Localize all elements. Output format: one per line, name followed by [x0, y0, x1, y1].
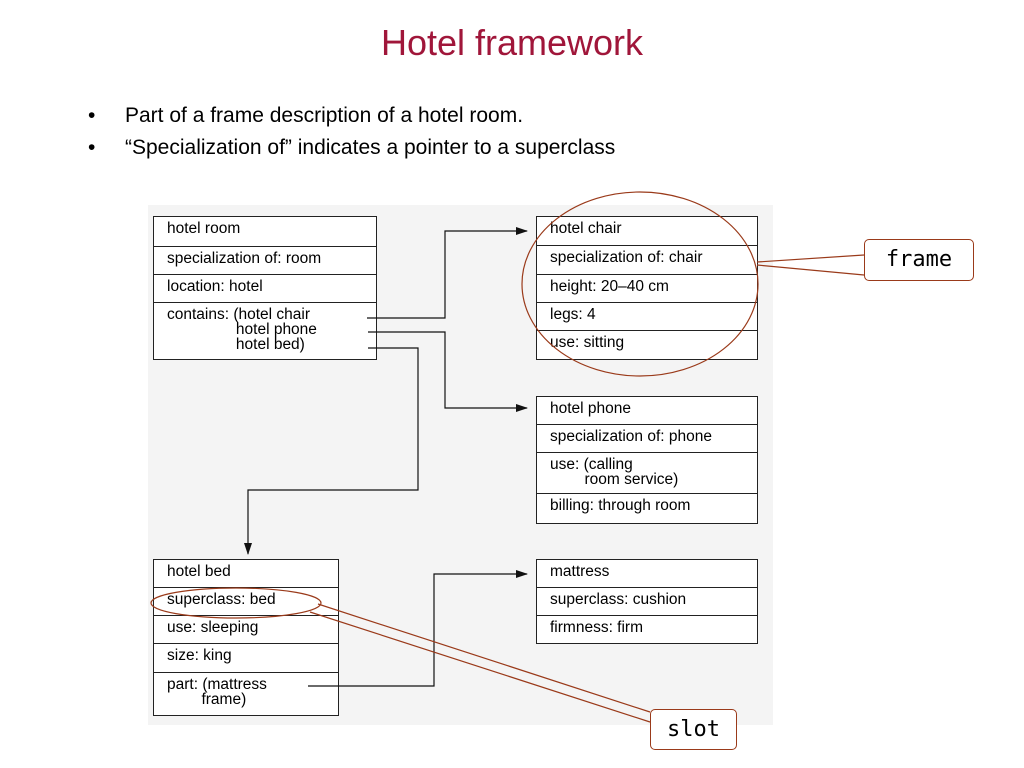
frame-slot: hotel phone — [537, 397, 757, 425]
frame-hotel-phone: hotel phone specialization of: phone use… — [536, 396, 758, 524]
frame-slot: contains: (hotel chair hotel phone hotel… — [167, 306, 317, 353]
frame-slot: part: (mattress frame) — [167, 676, 267, 708]
frame-slot: size: king — [154, 644, 338, 673]
frame-hotel-bed: hotel bed superclass: bed use: sleeping … — [153, 559, 339, 716]
bullet-item: • “Specialization of” indicates a pointer… — [88, 132, 615, 164]
frame-slot: use: sitting — [550, 334, 625, 351]
arrow-mattress — [308, 570, 528, 687]
frame-slot: use: (calling room service) — [537, 453, 757, 494]
frame-slot: specialization of: room — [154, 247, 376, 275]
frame-slot: superclass: bed — [154, 588, 338, 616]
frame-slot: mattress — [537, 560, 757, 588]
frame-slot: firmness: firm — [550, 619, 643, 636]
frame-slot: superclass: cushion — [537, 588, 757, 616]
frame-mattress: mattress superclass: cushion firmness: f… — [536, 559, 758, 644]
slide-title: Hotel framework — [380, 22, 644, 63]
frame-callout: frame — [864, 239, 974, 281]
frame-slot: specialization of: chair — [537, 246, 757, 275]
bullet-text: “Specialization of” indicates a pointer … — [125, 136, 616, 159]
frame-slot: use: sleeping — [154, 616, 338, 644]
frame-highlight-ellipse — [521, 191, 759, 377]
frame-slot: hotel chair — [537, 217, 757, 246]
frame-slot: specialization of: phone — [537, 425, 757, 453]
slot-callout-leader — [309, 603, 651, 723]
bullet-item: • Part of a frame description of a hotel … — [88, 100, 615, 132]
frame-slot: legs: 4 — [537, 303, 757, 331]
arrow-phone — [368, 331, 528, 412]
frame-slot: height: 20–40 cm — [537, 275, 757, 303]
frame-slot: hotel room — [154, 217, 376, 247]
frame-slot: billing: through room — [550, 497, 691, 514]
slot-callout: slot — [650, 709, 737, 750]
frame-slot: location: hotel — [154, 275, 376, 303]
frame-hotel-chair: hotel chair specialization of: chair hei… — [536, 216, 758, 360]
bullet-dot-icon: • — [88, 136, 96, 159]
frame-hotel-room: hotel room specialization of: room locat… — [153, 216, 377, 360]
frame-callout-leader — [756, 254, 865, 276]
arrow-bed — [244, 347, 419, 555]
slot-highlight-ellipse — [150, 587, 322, 619]
arrow-chair — [367, 227, 528, 319]
bullet-dot-icon: • — [88, 104, 96, 127]
bullet-list: • Part of a frame description of a hotel … — [88, 100, 615, 164]
bullet-text: Part of a frame description of a hotel r… — [125, 104, 524, 127]
